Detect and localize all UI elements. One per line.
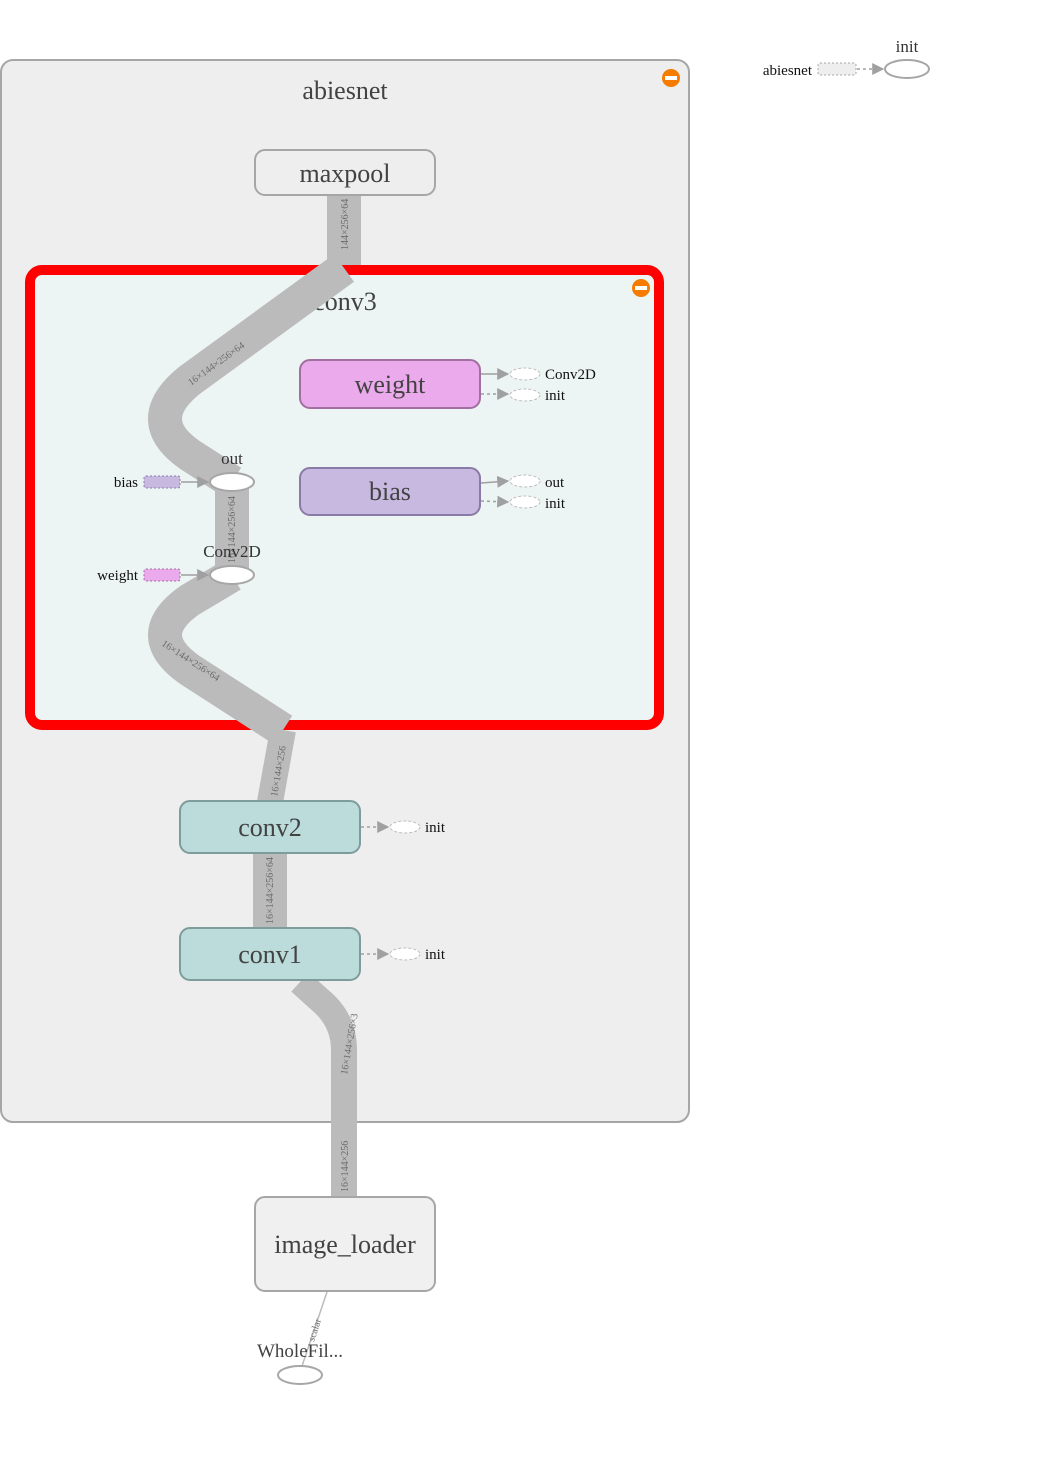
op-wholefile-label: WholeFil...: [257, 1341, 343, 1362]
edge-loader-conv1: [291, 972, 357, 1197]
node-conv2[interactable]: conv2: [179, 800, 361, 854]
edge-label: 144×256×64: [340, 199, 351, 250]
side-output-label: out: [545, 475, 565, 491]
op-out-label: out: [221, 449, 243, 468]
node-weight[interactable]: weight: [299, 359, 481, 409]
side-output-conv1-init[interactable]: init: [361, 947, 446, 963]
edge-into-conv2d: [148, 560, 293, 745]
node-bias-label: bias: [369, 477, 411, 506]
node-conv1[interactable]: conv1: [179, 927, 361, 981]
side-input-weight[interactable]: weight: [97, 568, 210, 584]
node-maxpool[interactable]: maxpool: [254, 149, 436, 196]
node-maxpool-label: maxpool: [300, 159, 391, 188]
side-input-bias[interactable]: bias: [114, 475, 210, 491]
side-output-bias-init[interactable]: init: [480, 495, 566, 512]
side-output-label: init: [425, 820, 446, 836]
node-bias[interactable]: bias: [299, 467, 481, 516]
side-output-label: init: [425, 947, 446, 963]
op-conv2d-label: Conv2D: [203, 542, 261, 561]
edge-label: 16×144×256: [340, 1141, 351, 1192]
node-conv1-label: conv1: [238, 940, 302, 969]
side-output-conv2-init[interactable]: init: [361, 820, 446, 836]
edge-label: 16×144×256×64: [227, 496, 238, 563]
side-output-weight-conv2d[interactable]: Conv2D: [481, 367, 596, 383]
node-image-loader-label: image_loader: [274, 1230, 416, 1259]
op-conv2d[interactable]: Conv2D: [203, 542, 261, 585]
group-abiesnet-title: abiesnet: [302, 76, 388, 105]
op-wholefile[interactable]: scalar WholeFil...: [257, 1291, 343, 1385]
edge-conv2-conv3: [257, 727, 296, 805]
edge-label: scalar: [306, 1317, 324, 1343]
op-out[interactable]: out: [209, 449, 255, 492]
node-image-loader[interactable]: image_loader: [254, 1196, 436, 1292]
side-output-label: init: [545, 496, 566, 512]
node-weight-label: weight: [355, 370, 427, 399]
op-init-label: init: [896, 37, 919, 56]
side-input-weight-label: weight: [97, 568, 139, 584]
side-output-weight-init[interactable]: init: [481, 388, 566, 404]
side-input-abiesnet[interactable]: abiesnet: [763, 62, 885, 79]
edge-label: 16×144×256×64: [265, 857, 276, 924]
side-output-bias-out[interactable]: out: [480, 474, 565, 491]
collapse-icon[interactable]: [632, 279, 650, 297]
side-output-label: Conv2D: [545, 367, 596, 383]
side-output-label: init: [545, 388, 566, 404]
edge-out-to-maxpool: [148, 254, 354, 497]
side-input-bias-label: bias: [114, 475, 138, 491]
op-init-top[interactable]: init: [884, 37, 930, 79]
node-conv2-label: conv2: [238, 813, 302, 842]
collapse-icon[interactable]: [662, 69, 680, 87]
side-input-abiesnet-label: abiesnet: [763, 63, 813, 79]
